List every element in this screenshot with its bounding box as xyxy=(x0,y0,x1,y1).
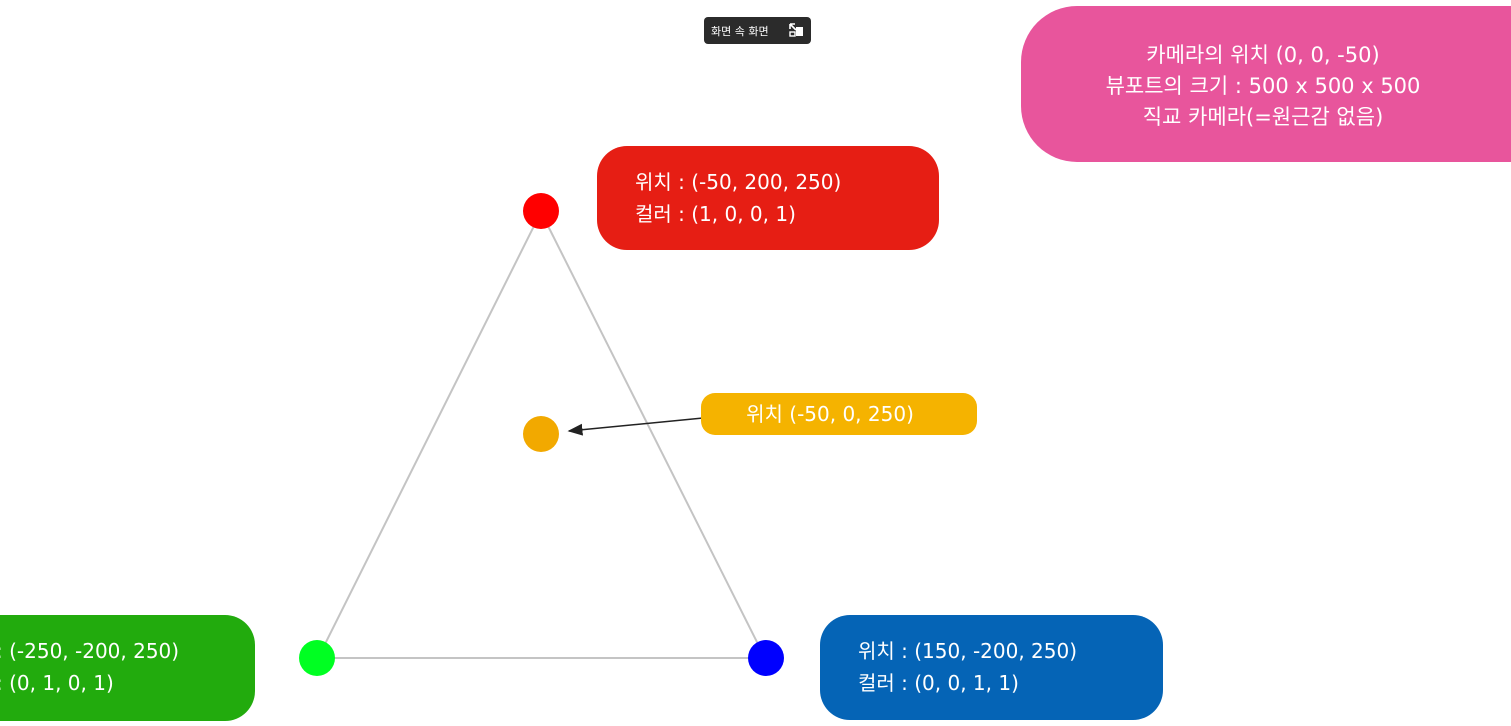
center-point xyxy=(523,416,559,452)
red-vertex-color: 컬러 : (1, 0, 0, 1) xyxy=(635,202,796,226)
blue-vertex-color: 컬러 : (0, 0, 1, 1) xyxy=(858,671,1019,695)
green-vertex-point xyxy=(299,640,335,676)
blue-vertex-callout: 위치 : (150, -200, 250) 컬러 : (0, 0, 1, 1) xyxy=(820,615,1163,720)
blue-vertex-position: 위치 : (150, -200, 250) xyxy=(858,639,1078,663)
center-pointer-arrow xyxy=(567,417,704,436)
center-point-callout: 위치 (-50, 0, 250) xyxy=(701,393,977,435)
camera-info-callout: 카메라의 위치 (0, 0, -50) 뷰포트의 크기 : 500 x 500 … xyxy=(1021,6,1511,162)
pip-button[interactable]: 화면 속 화면 xyxy=(704,17,811,44)
pip-button-label: 화면 속 화면 xyxy=(711,24,769,38)
viewport-size-text: 뷰포트의 크기 : 500 x 500 x 500 xyxy=(1105,74,1421,98)
center-point-position: 위치 (-50, 0, 250) xyxy=(746,402,914,426)
red-vertex-position: 위치 : (-50, 200, 250) xyxy=(635,170,842,194)
red-vertex-point xyxy=(523,193,559,229)
red-vertex-callout: 위치 : (-50, 200, 250) 컬러 : (1, 0, 0, 1) xyxy=(597,146,939,250)
edge-red-green xyxy=(317,211,542,659)
green-vertex-position: : (-250, -200, 250) xyxy=(0,639,180,663)
picture-in-picture-icon xyxy=(789,23,803,37)
green-vertex-callout: : (-250, -200, 250) : (0, 1, 0, 1) xyxy=(0,615,255,721)
edge-red-blue xyxy=(540,211,766,659)
camera-position-text: 카메라의 위치 (0, 0, -50) xyxy=(1146,43,1380,67)
blue-vertex-point xyxy=(748,640,784,676)
camera-type-text: 직교 카메라(=원근감 없음) xyxy=(1142,105,1384,129)
green-vertex-color: : (0, 1, 0, 1) xyxy=(0,671,114,695)
